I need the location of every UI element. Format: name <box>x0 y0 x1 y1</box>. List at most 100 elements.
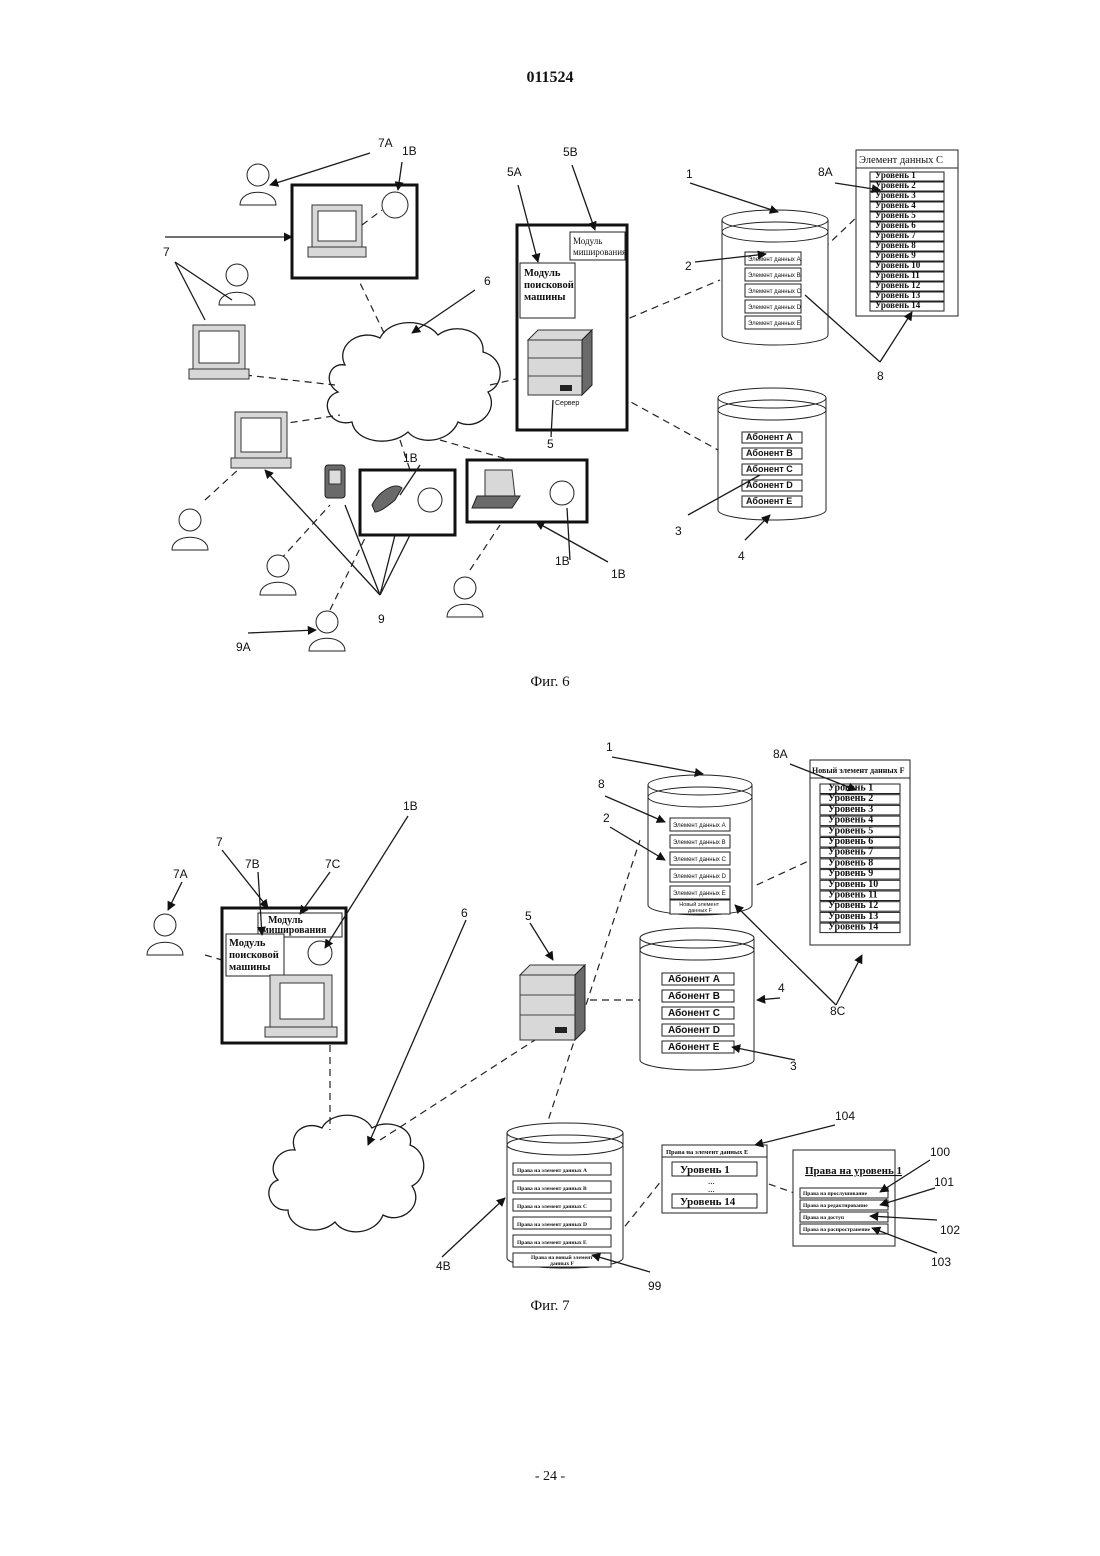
svg-text:Уровень 7: Уровень 7 <box>828 847 873 858</box>
svg-text:Уровень 14: Уровень 14 <box>828 922 878 933</box>
ref-label: 8 <box>598 777 605 791</box>
server-label: Сервер <box>555 400 579 407</box>
ref-label: 104 <box>835 1109 855 1123</box>
svg-text:Права на элемент данных C: Права на элемент данных C <box>517 1204 587 1210</box>
ref-label: 8A <box>773 747 788 761</box>
svg-text:Уровень 6: Уровень 6 <box>828 836 873 847</box>
svg-text:Элемент данных B: Элемент данных B <box>748 273 801 279</box>
svg-text:Абонент B: Абонент B <box>668 990 720 1002</box>
desktop-computer-icon <box>231 412 291 468</box>
svg-text:Абонент A: Абонент A <box>746 432 793 442</box>
hash-module-sphere <box>550 481 574 505</box>
list-row: Абонент B <box>742 448 802 459</box>
svg-text:Уровень 12: Уровень 12 <box>828 900 878 911</box>
desktop-computer-icon <box>189 325 249 379</box>
ref-label: 9 <box>378 612 385 626</box>
patent-number: 011524 <box>526 69 573 86</box>
rights-database-4b: Права на элемент данных A Права на элемен… <box>507 1123 623 1268</box>
list-row: Права на элемент данных C <box>513 1199 611 1211</box>
list-row: Права на элемент данных E <box>513 1235 611 1247</box>
network-cloud <box>269 1115 424 1232</box>
person-icon <box>219 264 255 305</box>
levels-list: Уровень 1Уровень 2Уровень 3Уровень 4Уров… <box>870 170 944 311</box>
list-row: Права на элемент данных D <box>513 1217 611 1229</box>
svg-text:Уровень 6: Уровень 6 <box>875 220 916 230</box>
svg-text:Уровень 10: Уровень 10 <box>875 260 921 270</box>
ref-label: 99 <box>648 1279 662 1293</box>
svg-text:Элемент данных E: Элемент данных E <box>748 321 801 327</box>
list-row: Абонент A <box>662 973 734 985</box>
ref-label: 8A <box>818 165 833 179</box>
svg-text:Права на доступ: Права на доступ <box>803 1215 845 1221</box>
list-row: Уровень 14 <box>820 922 900 933</box>
list-row: Права на доступ <box>800 1212 888 1222</box>
svg-text:Элемент данных C: Элемент данных C <box>748 289 802 295</box>
svg-text:Абонент A: Абонент A <box>668 973 720 985</box>
subscriber-database-4: Абонент A Абонент B Абонент C Абонент D Абон… <box>718 388 826 520</box>
svg-text:Уровень 9: Уровень 9 <box>828 868 873 879</box>
svg-text:Уровень 2: Уровень 2 <box>828 793 873 804</box>
list-row: Уровень 3 <box>820 804 900 815</box>
svg-text:Уровень 1: Уровень 1 <box>875 170 916 180</box>
person-icon <box>309 611 345 651</box>
svg-text:Элемент данных E: Элемент данных E <box>673 891 726 897</box>
subscriber-database-4: Абонент A Абонент B Абонент C Абонент D Абон… <box>640 928 754 1070</box>
svg-text:Уровень 11: Уровень 11 <box>828 890 878 901</box>
level-row: Уровень 1 <box>680 1164 730 1176</box>
svg-text:Элемент данных C: Элемент данных C <box>673 857 727 863</box>
list-row: Уровень 7 <box>820 847 900 858</box>
list-row: Права на редактирование <box>800 1200 888 1210</box>
svg-text:Уровень 14: Уровень 14 <box>875 300 921 310</box>
page-number: - 24 - <box>535 1469 566 1484</box>
panel-title: Элемент данных С <box>859 155 943 166</box>
levels-list: Уровень 1Уровень 2Уровень 3Уровень 4Уров… <box>820 783 900 933</box>
svg-text:Элемент данных A: Элемент данных A <box>673 823 726 829</box>
svg-text:Уровень 9: Уровень 9 <box>875 250 916 260</box>
svg-text:Уровень 8: Уровень 8 <box>875 240 916 250</box>
svg-text:Уровень 4: Уровень 4 <box>875 200 916 210</box>
ref-label: 9A <box>236 640 251 654</box>
ref-label: 4 <box>778 981 785 995</box>
ref-label: 6 <box>484 274 491 288</box>
terminal-1b-top <box>292 185 417 278</box>
subscriber-list: Абонент A Абонент B Абонент C Абонент D Абон… <box>742 432 802 507</box>
svg-text:Элемент данных B: Элемент данных B <box>673 840 726 846</box>
list-row: Абонент C <box>742 464 802 475</box>
list-row: Абонент D <box>742 480 802 491</box>
panel-title: Новый элемент данных F <box>812 766 905 775</box>
list-row: Уровень 9 <box>820 868 900 879</box>
person-icon <box>172 509 208 550</box>
server-5: Модуль поисковой машины Модуль миширован… <box>517 225 627 430</box>
svg-text:Права на распространение: Права на распространение <box>803 1227 871 1233</box>
ref-label: 1B <box>611 567 626 581</box>
ref-label: 5 <box>547 437 554 451</box>
svg-text:Права на элемент данных A: Права на элемент данных A <box>517 1168 587 1174</box>
ref-label: 7A <box>173 867 188 881</box>
ellipsis-row: ... <box>708 1184 715 1194</box>
list-row: Абонент D <box>662 1024 734 1036</box>
level-row: Уровень 14 <box>680 1196 736 1208</box>
ref-label: 3 <box>790 1059 797 1073</box>
svg-text:Права на элемент данных B: Права на элемент данных B <box>517 1186 587 1192</box>
ref-label: 5 <box>525 909 532 923</box>
ref-label: 1B <box>402 144 417 158</box>
data-database-1: Элемент данных A Элемент данных B Элемен… <box>648 775 752 915</box>
svg-text:Уровень 13: Уровень 13 <box>828 911 878 922</box>
list-row: Уровень 5 <box>820 825 900 836</box>
person-icon <box>147 914 183 955</box>
ref-label: 5B <box>563 145 578 159</box>
hash-module-sphere <box>308 941 332 965</box>
svg-text:Уровень 4: Уровень 4 <box>828 815 873 826</box>
svg-text:Уровень 5: Уровень 5 <box>875 210 916 220</box>
list-row: Абонент E <box>662 1041 734 1053</box>
ref-label: 5A <box>507 165 522 179</box>
figure-caption: Фиг. 7 <box>530 1298 570 1314</box>
figure-6: Модуль поисковой машины Модуль миширован… <box>163 136 958 690</box>
pda-icon <box>325 465 345 498</box>
svg-text:Абонент B: Абонент B <box>746 448 793 458</box>
svg-text:Абонент E: Абонент E <box>746 496 792 506</box>
list-row: Абонент C <box>662 1007 734 1019</box>
svg-text:Уровень 2: Уровень 2 <box>875 180 916 190</box>
network-cloud <box>327 323 500 442</box>
list-row: Уровень 1 <box>820 783 900 794</box>
